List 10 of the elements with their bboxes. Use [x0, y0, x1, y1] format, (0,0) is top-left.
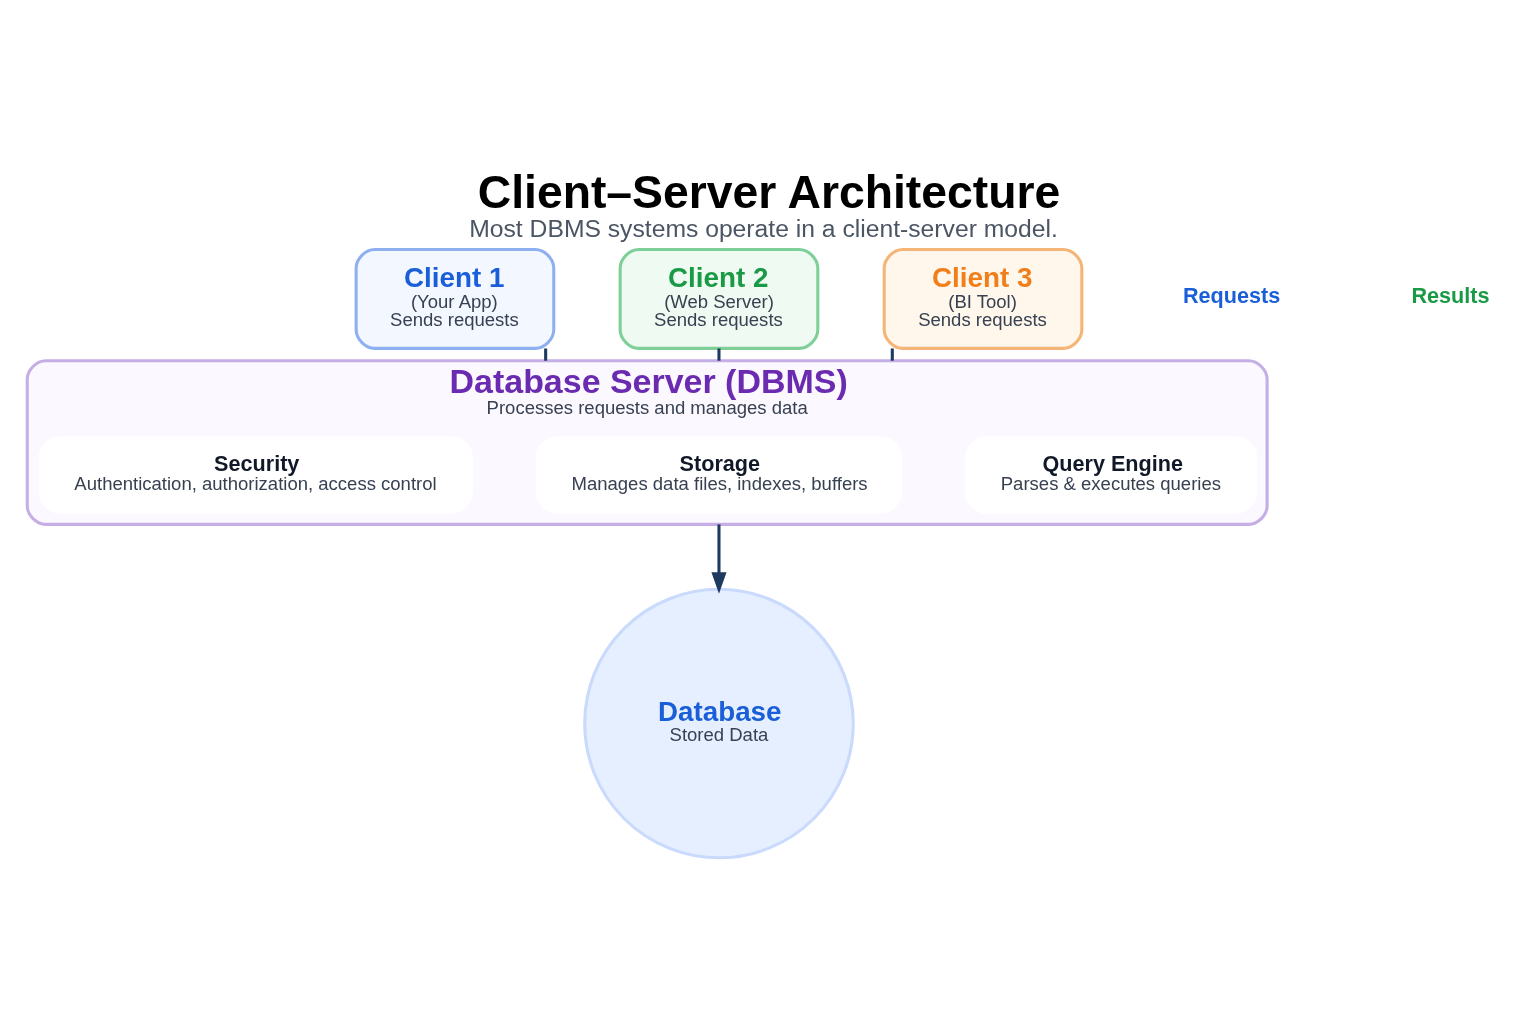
label: Results	[1411, 283, 1490, 309]
node-circle: Database Stored Data	[583, 587, 855, 860]
node-box: Client 3 (BI Tool) Sends requests	[882, 248, 1084, 350]
connector	[890, 348, 894, 361]
connector	[544, 348, 548, 361]
node-box: Client 2 (Web Server) Sends requests	[618, 248, 820, 350]
arrow	[711, 524, 727, 594]
connector	[717, 348, 721, 361]
node-box: Client 1 (Your App) Sends requests	[354, 248, 556, 350]
label: Requests	[1182, 283, 1281, 309]
